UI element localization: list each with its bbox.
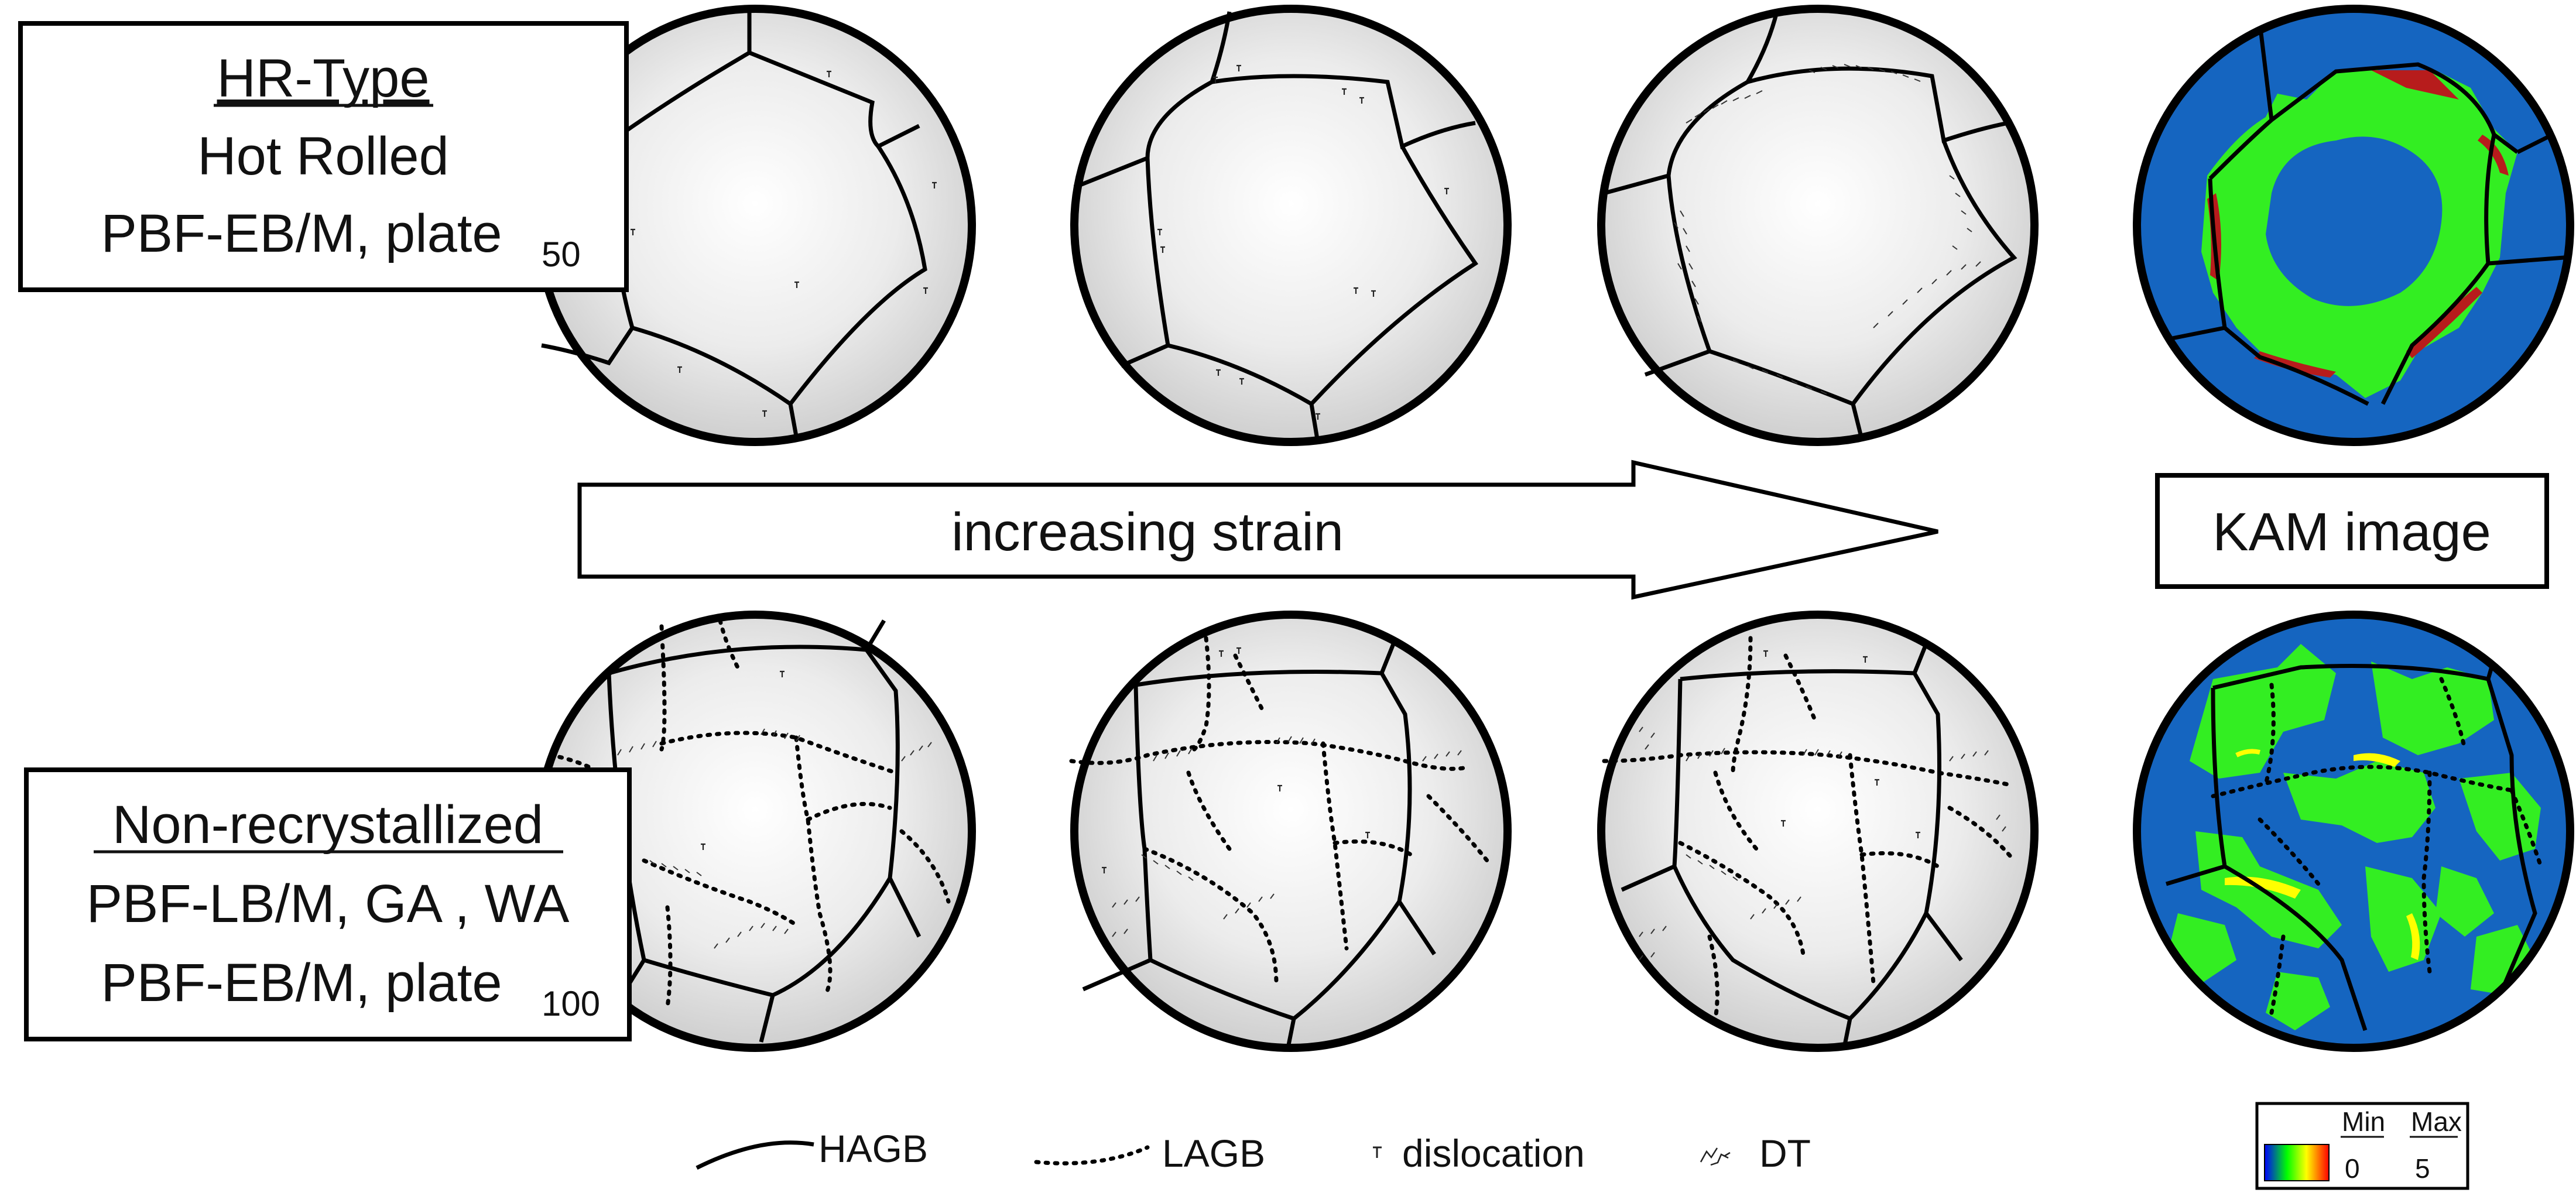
legend-dt: DT bbox=[1759, 1132, 1811, 1175]
legend-lagb: LAGB bbox=[1162, 1132, 1265, 1175]
hr-type-line2: PBF-EB/M, plate bbox=[101, 204, 502, 263]
lagb-swatch bbox=[1036, 1147, 1147, 1163]
kam-image-label-box: KAM image bbox=[2157, 475, 2547, 587]
kam-colorbar: Min 0 Max 5 bbox=[2257, 1103, 2468, 1188]
hr-grain-3 bbox=[1601, 9, 2034, 442]
kam-hr-image bbox=[2137, 9, 2570, 442]
increasing-strain-arrow: increasing strain bbox=[580, 462, 1938, 597]
hr-type-label-box: HR-Type Hot Rolled PBF-EB/M, plate 50 bbox=[20, 23, 626, 290]
non-recrystallized-title: Non-recrystallized bbox=[112, 795, 543, 855]
hagb-swatch bbox=[697, 1143, 814, 1168]
legend-dislocation: dislocation bbox=[1402, 1132, 1585, 1175]
hr-type-line2-subscript: 50 bbox=[542, 235, 581, 274]
colorbar-gradient bbox=[2265, 1144, 2329, 1181]
dislocation-icon bbox=[1373, 1147, 1382, 1158]
legend-hagb: HAGB bbox=[818, 1127, 928, 1170]
nr-grain-3 bbox=[1601, 615, 2034, 1048]
hr-grain-2 bbox=[1074, 9, 1508, 442]
nr-grain-2 bbox=[1071, 615, 1508, 1048]
arrow-label: increasing strain bbox=[951, 502, 1344, 562]
colorbar-max-value: 5 bbox=[2415, 1153, 2430, 1184]
hr-type-title: HR-Type bbox=[217, 49, 430, 108]
colorbar-min-label: Min bbox=[2342, 1106, 2385, 1137]
colorbar-max-label: Max bbox=[2411, 1106, 2462, 1137]
non-recrystallized-line2: PBF-EB/M, plate bbox=[101, 953, 502, 1013]
colorbar-min-value: 0 bbox=[2345, 1153, 2360, 1184]
kam-nr-image bbox=[2137, 615, 2570, 1048]
non-recrystallized-label-box: Non-recrystallized PBF-LB/M, GA , WA PBF… bbox=[26, 770, 629, 1039]
non-recrystallized-line1: PBF-LB/M, GA , WA bbox=[87, 874, 570, 934]
dt-icon bbox=[1701, 1148, 1730, 1165]
kam-image-label: KAM image bbox=[2212, 502, 2491, 562]
hr-type-line1: Hot Rolled bbox=[197, 126, 449, 186]
legend: HAGB LAGB dislocation DT bbox=[697, 1127, 1811, 1175]
non-recrystallized-line2-subscript: 100 bbox=[542, 984, 600, 1023]
